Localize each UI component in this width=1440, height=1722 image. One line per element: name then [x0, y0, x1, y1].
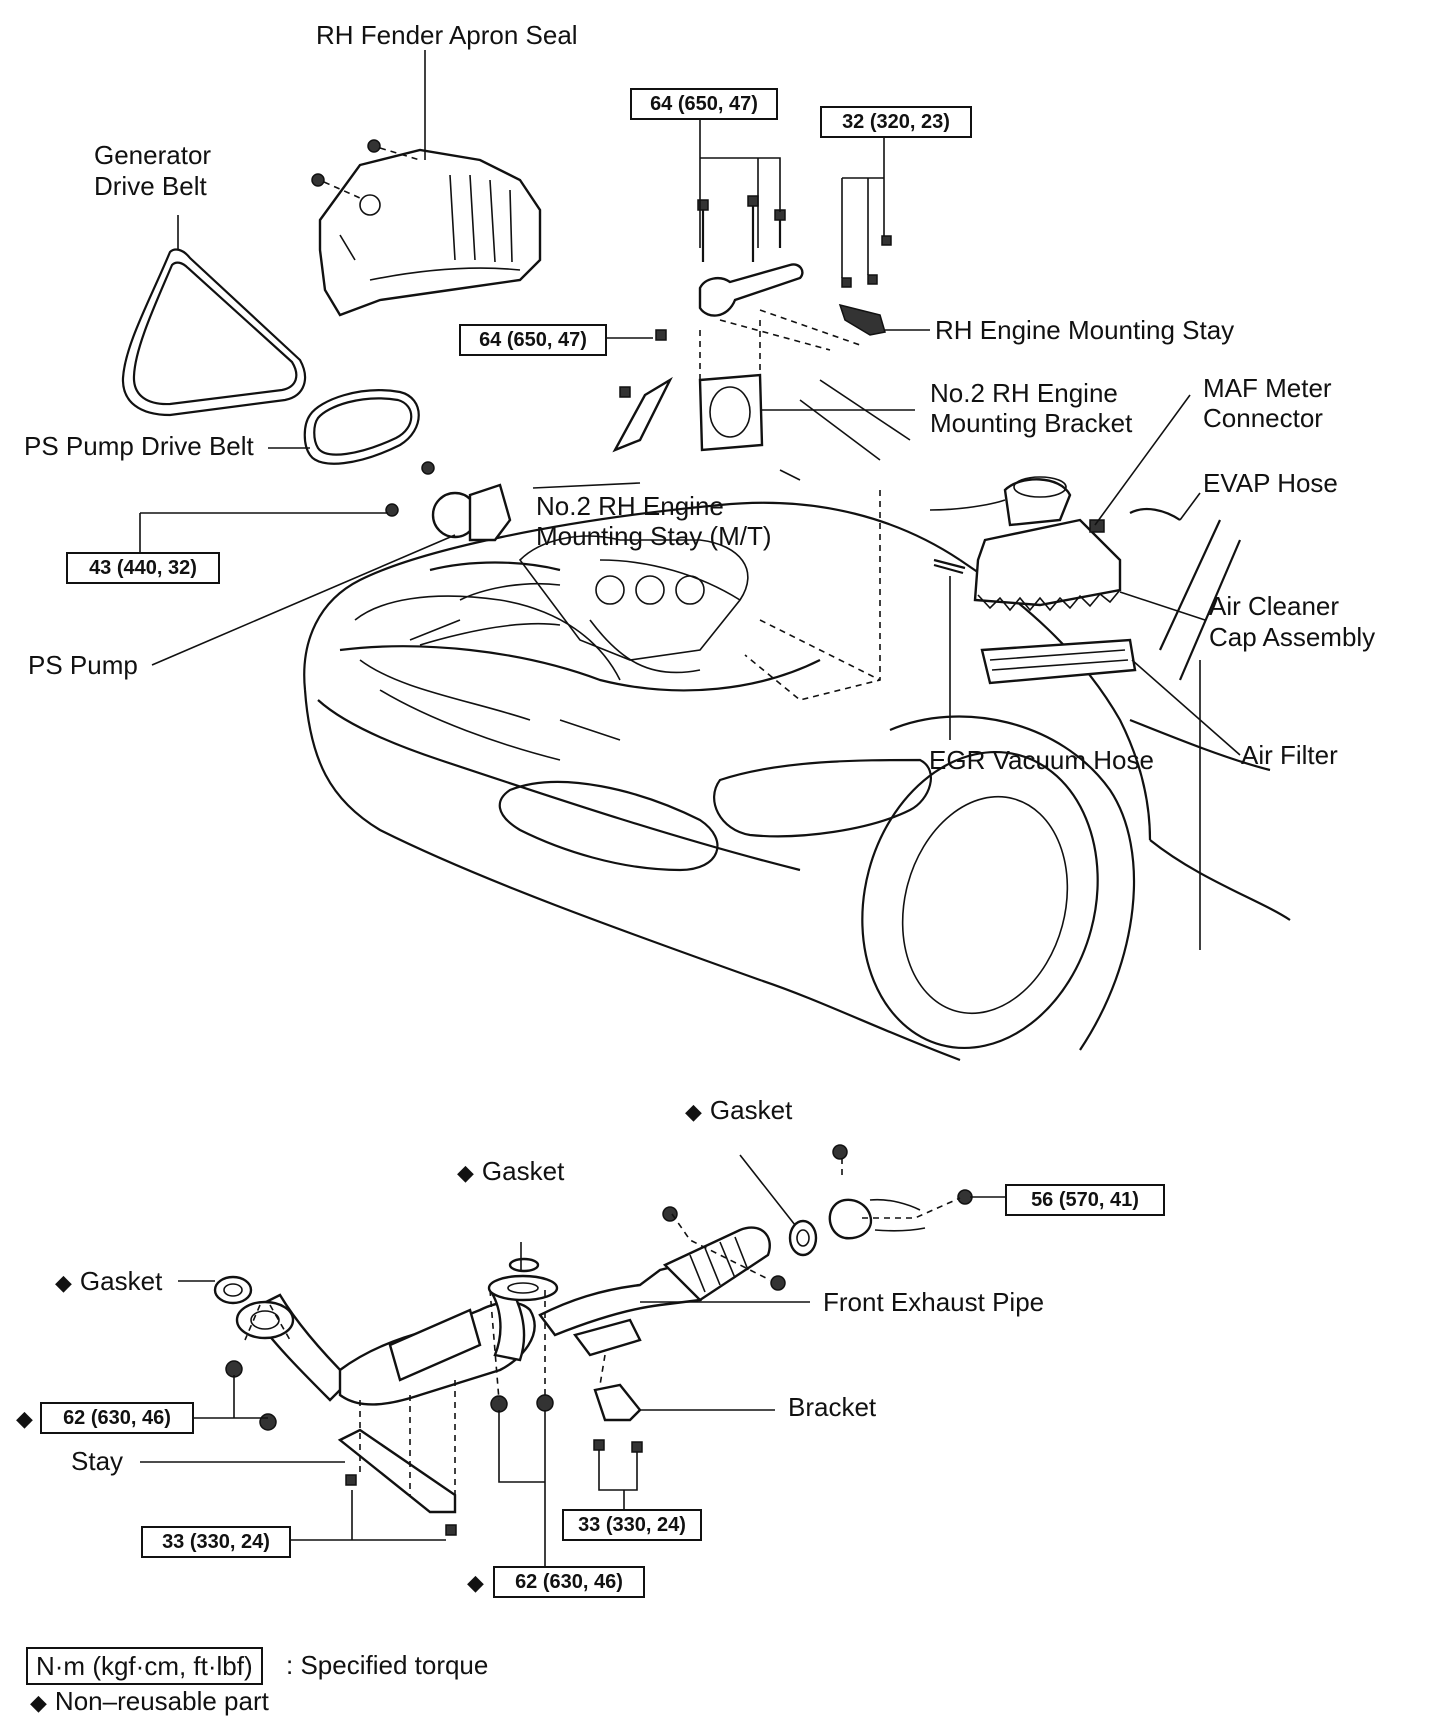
gasket-label-text: Gasket — [79, 1266, 163, 1296]
gasket-label-text: Gasket — [709, 1095, 793, 1125]
ps-pump-label: PS Pump — [28, 650, 138, 680]
front-exhaust-pipe-part — [213, 1198, 926, 1406]
torque-box-43: 43 (440, 32) — [66, 552, 220, 584]
legend-torque-box: N·m (kgf·cm, ft·lbf) — [26, 1647, 263, 1685]
stay-part — [337, 1428, 457, 1514]
exhaust-fasteners — [225, 1144, 973, 1536]
fender-apron-seal-part — [311, 139, 542, 317]
torque-box-64-mid: 64 (650, 47) — [459, 324, 607, 356]
no2-rh-engine-mounting-stay-label-line1: No.2 RH Engine — [536, 491, 724, 521]
ps-pump-drive-belt-part — [303, 389, 420, 465]
evap-hose-part — [1129, 507, 1181, 521]
air-cleaner-cap-label-line2: Cap Assembly — [1209, 622, 1376, 652]
gasket-label-upper: ◆ Gasket — [685, 1095, 792, 1127]
egr-vacuum-hose-label: EGR Vacuum Hose — [929, 745, 1154, 775]
no2-rh-engine-mounting-bracket-part — [698, 320, 764, 452]
stay-label: Stay — [71, 1446, 124, 1476]
torque-box-64-top: 64 (650, 47) — [630, 88, 778, 120]
torque-box-33-right: 33 (330, 24) — [562, 1509, 702, 1541]
ps-pump-part — [385, 461, 512, 542]
gasket-label-text: Gasket — [481, 1156, 565, 1186]
maf-meter-connector-label-line1: MAF Meter — [1203, 373, 1332, 403]
gasket-label-left: ◆ Gasket — [55, 1266, 162, 1298]
rh-engine-mounting-stay-part — [698, 235, 892, 351]
vehicle-body — [303, 379, 1291, 1062]
no2-rh-engine-mounting-stay-label-line2: Mounting Stay (M/T) — [536, 521, 772, 551]
bracket-label: Bracket — [788, 1392, 877, 1422]
no2-rh-engine-mounting-bracket-label-line2: Mounting Bracket — [930, 408, 1133, 438]
generator-drive-belt-label-line1: Generator — [94, 140, 212, 170]
front-exhaust-pipe-label: Front Exhaust Pipe — [823, 1287, 1045, 1317]
legend-nonreusable-text: Non–reusable part — [54, 1686, 269, 1716]
torque-box-32: 32 (320, 23) — [820, 106, 972, 138]
bracket-part — [593, 1383, 642, 1422]
torque-box-62-left: 62 (630, 46) — [40, 1402, 194, 1434]
evap-hose-label: EVAP Hose — [1203, 468, 1338, 498]
maf-meter-connector-label-line2: Connector — [1203, 403, 1323, 433]
torque-box-33-left: 33 (330, 24) — [141, 1526, 291, 1558]
air-filter-label: Air Filter — [1241, 740, 1338, 770]
mounting-bracket-bolts — [697, 195, 786, 262]
no2-rh-engine-mounting-bracket-label-line1: No.2 RH Engine — [930, 378, 1118, 408]
air-cleaner-cap-label-line1: Air Cleaner — [1209, 591, 1340, 621]
non-reusable-diamond-icon: ◆ — [457, 1160, 474, 1185]
torque-62-bottom-diamond: ◆ — [467, 1566, 492, 1598]
torque-box-62-bottom: 62 (630, 46) — [493, 1566, 645, 1598]
rh-engine-mounting-stay-label: RH Engine Mounting Stay — [935, 315, 1235, 345]
generator-drive-belt-part — [121, 248, 307, 417]
legend-nonreusable: ◆ Non–reusable part — [30, 1684, 269, 1720]
non-reusable-diamond-icon: ◆ — [685, 1099, 702, 1124]
air-cleaner-cap-part — [929, 476, 1122, 612]
generator-drive-belt-label-line2: Drive Belt — [94, 171, 207, 201]
egr-vacuum-hose-part — [933, 558, 966, 575]
non-reusable-diamond-icon: ◆ — [30, 1690, 47, 1715]
non-reusable-diamond-icon: ◆ — [16, 1406, 33, 1431]
non-reusable-diamond-icon: ◆ — [55, 1270, 72, 1295]
gasket-label-middle: ◆ Gasket — [457, 1156, 564, 1188]
leader-lines-lower — [140, 1154, 1005, 1580]
torque-62-left-diamond: ◆ — [16, 1402, 41, 1434]
ps-pump-drive-belt-label: PS Pump Drive Belt — [24, 431, 254, 461]
torque-box-56: 56 (570, 41) — [1005, 1184, 1165, 1216]
air-filter-part — [980, 638, 1137, 685]
non-reusable-diamond-icon: ◆ — [467, 1570, 484, 1595]
no2-rh-engine-mounting-stay-part — [612, 329, 673, 453]
legend-torque-text: : Specified torque — [286, 1650, 489, 1680]
rh-fender-apron-seal-label: RH Fender Apron Seal — [316, 20, 578, 50]
